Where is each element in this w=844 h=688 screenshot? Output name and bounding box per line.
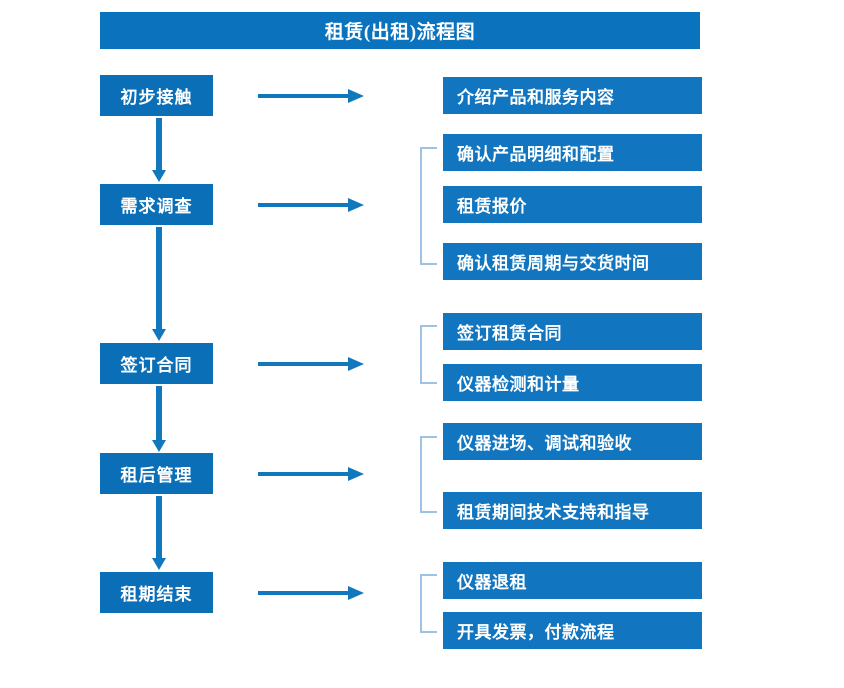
arrow-head (348, 467, 364, 481)
arrow-shaft (156, 227, 162, 329)
detail-box-confirm-product-details-config[interactable]: 确认产品明细和配置 (443, 134, 702, 171)
stage-box-needs-survey[interactable]: 需求调查 (100, 184, 213, 225)
arrow-shaft (258, 362, 350, 366)
arrow-head (152, 170, 166, 182)
stage-box-rental-end[interactable]: 租期结束 (100, 572, 213, 613)
left-bracket-icon-group-needs-survey (420, 147, 437, 265)
stage-box-initial-contact[interactable]: 初步接触 (100, 75, 213, 116)
arrow-head (348, 586, 364, 600)
detail-box-invoice-payment-process[interactable]: 开具发票，付款流程 (443, 612, 702, 649)
arrow-down-icon-1 (152, 118, 166, 182)
arrow-shaft (258, 203, 350, 207)
stage-box-post-rental-management[interactable]: 租后管理 (100, 453, 213, 494)
arrow-shaft (258, 591, 350, 595)
stage-box-sign-contract[interactable]: 签订合同 (100, 343, 213, 384)
left-bracket-icon-group-sign-contract (420, 325, 437, 384)
detail-box-introduce-products-services[interactable]: 介绍产品和服务内容 (443, 77, 702, 114)
detail-box-confirm-rental-period-delivery[interactable]: 确认租赁周期与交货时间 (443, 243, 702, 280)
arrow-right-icon-3 (258, 356, 364, 372)
detail-box-sign-rental-contract[interactable]: 签订租赁合同 (443, 313, 702, 350)
arrow-shaft (258, 472, 350, 476)
arrow-shaft (156, 496, 162, 558)
arrow-shaft (156, 118, 162, 170)
arrow-down-icon-2 (152, 227, 166, 341)
detail-box-rental-quotation[interactable]: 租赁报价 (443, 186, 702, 223)
arrow-head (348, 89, 364, 103)
arrow-down-icon-4 (152, 496, 166, 570)
arrow-head (152, 329, 166, 341)
detail-box-instrument-return[interactable]: 仪器退租 (443, 562, 702, 599)
arrow-down-icon-3 (152, 386, 166, 452)
left-bracket-icon-group-post-rental (420, 436, 437, 513)
detail-box-instrument-entry-commissioning-acceptance[interactable]: 仪器进场、调试和验收 (443, 423, 702, 460)
arrow-shaft (258, 94, 350, 98)
arrow-shaft (156, 386, 162, 440)
arrow-head (348, 198, 364, 212)
left-bracket-icon-group-rental-end (420, 574, 437, 633)
arrow-right-icon-4 (258, 466, 364, 482)
arrow-head (152, 440, 166, 452)
arrow-right-icon-1 (258, 88, 364, 104)
arrow-right-icon-5 (258, 585, 364, 601)
detail-box-technical-support-guidance[interactable]: 租赁期间技术支持和指导 (443, 492, 702, 529)
diagram-title: 租赁(出租)流程图 (100, 12, 700, 49)
arrow-head (152, 558, 166, 570)
arrow-head (348, 357, 364, 371)
detail-box-instrument-inspection-metering[interactable]: 仪器检测和计量 (443, 364, 702, 401)
arrow-right-icon-2 (258, 197, 364, 213)
